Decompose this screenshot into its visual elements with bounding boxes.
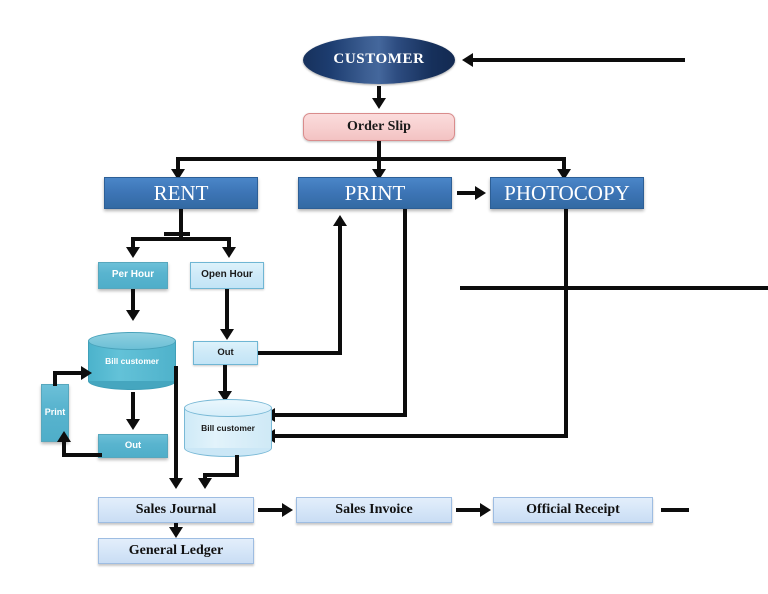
arrowhead-to-photocopy — [557, 169, 571, 180]
connector-out-to-print-h — [258, 351, 342, 355]
node-print[interactable]: PRINT — [298, 177, 452, 209]
arrowhead-bill-left-to-sales-journal — [169, 478, 183, 489]
node-customer-label: CUSTOMER — [333, 51, 425, 68]
node-bill-customer-left-label: Bill customer — [105, 356, 159, 366]
connector-split-mid-drop — [377, 157, 381, 171]
node-rent-label: RENT — [153, 180, 209, 205]
arrowhead-bill-right-to-sales-journal — [198, 478, 212, 489]
arrowhead-out-to-bill-right — [218, 391, 232, 402]
arrowhead-print-small-to-bill-left — [81, 366, 92, 380]
node-official-receipt-label: Official Receipt — [526, 501, 620, 517]
node-bill-customer-left[interactable]: Bill customer — [88, 332, 176, 390]
connector-per-hour-down — [131, 289, 135, 312]
cylinder-top — [184, 399, 272, 417]
arrowhead-open-hour-to-out — [220, 329, 234, 340]
connector-bill-right-to-sales-journal — [203, 473, 207, 482]
node-photocopy[interactable]: PHOTOCOPY — [490, 177, 644, 209]
arrowhead-to-print — [372, 169, 386, 180]
arrowhead-bill-left-to-out — [126, 419, 140, 430]
connector-split-bar — [176, 157, 566, 161]
connector-rent-branch-right — [227, 237, 231, 249]
node-out-left-label: Out — [124, 440, 142, 452]
connector-order-slip-down — [377, 141, 381, 159]
connector-bill-right-down — [235, 455, 239, 477]
connector-bill-left-to-sales-journal — [174, 366, 178, 480]
node-rent[interactable]: RENT — [104, 177, 258, 209]
node-general-ledger-label: General Ledger — [128, 542, 224, 558]
connector-sales-journal-to-invoice — [258, 508, 282, 512]
connector-receipt-stub — [661, 508, 689, 512]
connector-rent-stub — [164, 232, 190, 236]
node-order-slip-label: Order Slip — [347, 118, 411, 134]
arrowhead-customer-to-order-slip — [372, 98, 386, 109]
node-sales-invoice-label: Sales Invoice — [335, 501, 413, 517]
connector-rent-branch-bar — [131, 237, 231, 241]
connector-photocopy-descender — [564, 209, 568, 438]
node-bill-customer-right[interactable]: Bill customer — [184, 399, 272, 457]
connector-out-to-print-v — [338, 226, 342, 355]
arrowhead-out-left-to-print-small — [57, 431, 71, 442]
arrowhead-per-hour-to-bill — [126, 310, 140, 321]
node-print-small-label: Print — [44, 407, 66, 418]
connector-rent-branch-left — [131, 237, 135, 249]
connector-out-left-to-print-small-h — [62, 453, 102, 457]
arrowhead-to-open-hour — [222, 247, 236, 258]
arrowhead-return-to-customer — [462, 53, 473, 67]
connector-photocopy-to-bill-right — [275, 434, 568, 438]
node-out-right[interactable]: Out — [193, 341, 258, 365]
node-official-receipt[interactable]: Official Receipt — [493, 497, 653, 523]
node-customer[interactable]: CUSTOMER — [303, 36, 455, 84]
connector-print-small-up — [53, 371, 57, 386]
node-sales-invoice[interactable]: Sales Invoice — [296, 497, 452, 523]
node-sales-journal[interactable]: Sales Journal — [98, 497, 254, 523]
arrowhead-out-to-print — [333, 215, 347, 226]
connector-sales-journal-to-general-ledger — [174, 523, 178, 529]
connector-print-to-bill-right — [275, 413, 407, 417]
arrowhead-invoice-to-receipt — [480, 503, 491, 517]
connector-open-hour-down — [225, 289, 229, 331]
connector-print-to-photocopy — [457, 191, 475, 195]
connector-print-descender — [403, 209, 407, 417]
node-open-hour[interactable]: Open Hour — [190, 262, 264, 289]
node-sales-journal-label: Sales Journal — [135, 501, 217, 517]
connector-bill-left-to-out — [131, 392, 135, 421]
connector-out-to-bill-right — [223, 365, 227, 393]
node-out-left[interactable]: Out — [98, 434, 168, 458]
connector-rent-down — [179, 209, 183, 237]
node-out-right-label: Out — [217, 347, 234, 359]
arrowhead-print-to-photocopy — [475, 186, 486, 200]
connector-customer-to-order-slip — [377, 86, 381, 100]
arrowhead-to-rent — [171, 169, 185, 180]
connector-invoice-to-receipt — [456, 508, 480, 512]
connector-print-small-to-bill-left — [53, 371, 81, 375]
arrowhead-sales-journal-to-general-ledger — [169, 527, 183, 538]
connector-split-left-drop — [176, 157, 180, 171]
node-print-label: PRINT — [344, 180, 406, 205]
arrowhead-sales-journal-to-invoice — [282, 503, 293, 517]
node-order-slip[interactable]: Order Slip — [303, 113, 455, 141]
node-photocopy-label: PHOTOCOPY — [504, 180, 630, 205]
cylinder-top — [88, 332, 176, 350]
arrowhead-to-per-hour — [126, 247, 140, 258]
node-per-hour[interactable]: Per Hour — [98, 262, 168, 289]
node-open-hour-label: Open Hour — [201, 269, 253, 281]
connector-return-to-customer — [473, 58, 685, 62]
connector-bill-right-left — [203, 473, 239, 477]
node-bill-customer-right-label: Bill customer — [201, 423, 255, 433]
connector-out-left-to-print-small-v — [62, 442, 66, 457]
node-per-hour-label: Per Hour — [111, 269, 155, 281]
connector-split-right-drop — [562, 157, 566, 171]
node-general-ledger[interactable]: General Ledger — [98, 538, 254, 564]
connector-right-long-horizontal — [460, 286, 768, 290]
